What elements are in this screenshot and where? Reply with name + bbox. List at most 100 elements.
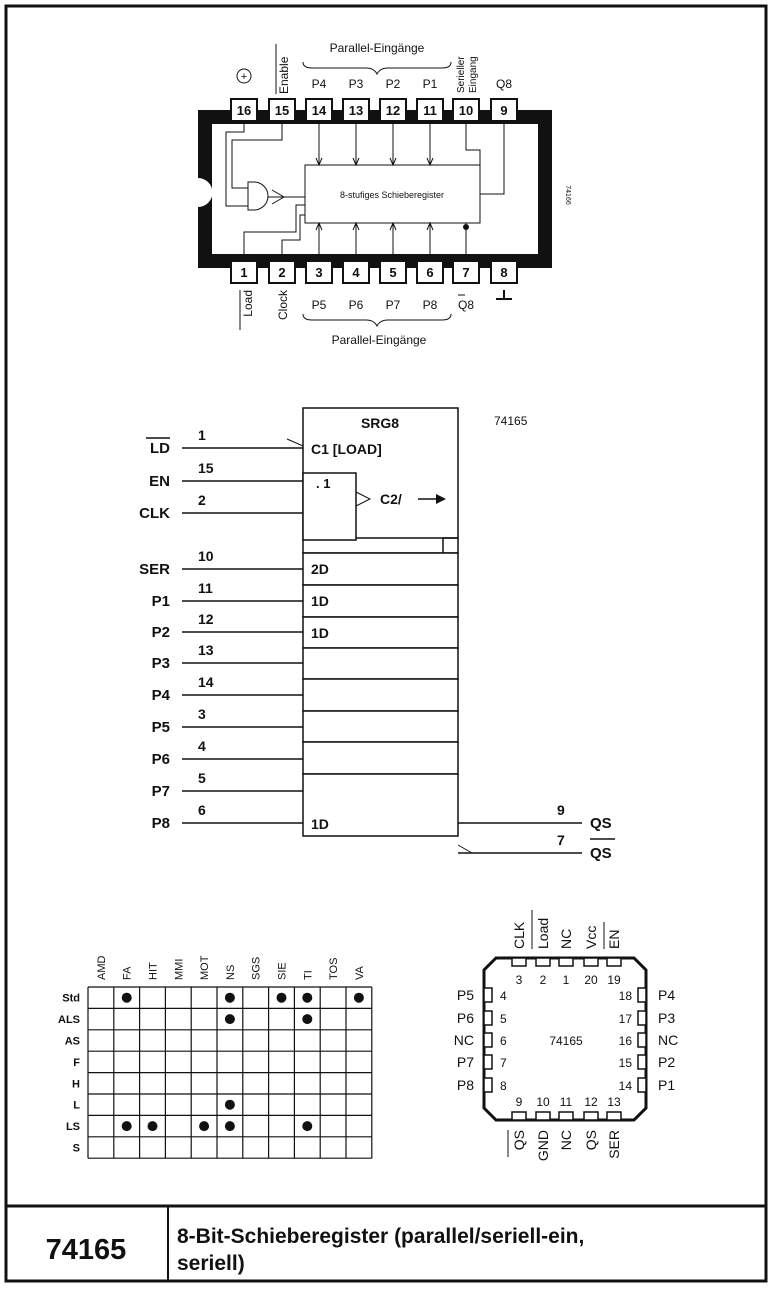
- dip-arrow-up-icon: [426, 221, 434, 231]
- dip-pin-box: [490, 98, 518, 122]
- plus-sign: +: [241, 71, 247, 83]
- dip-label-p5: P5: [312, 298, 327, 312]
- plcc-pad: [558, 957, 574, 967]
- symbol-title: SRG8: [361, 415, 399, 431]
- dip-wire: [281, 214, 305, 254]
- dip-wire: [231, 124, 283, 189]
- dip-pin-number: 12: [386, 103, 400, 118]
- plcc-pad: [511, 1111, 527, 1121]
- plcc-pin-label: P5: [457, 987, 474, 1003]
- bottom-group-brace: [302, 313, 452, 328]
- input-pin-number: 5: [198, 770, 206, 786]
- dip-pin-number: 5: [389, 265, 396, 280]
- matrix-column-header: AMD: [96, 956, 108, 981]
- plcc-pad: [637, 1054, 647, 1070]
- serial-label-1: Serieller: [456, 56, 467, 93]
- matrix-row-header: Std: [62, 993, 80, 1005]
- plcc-pin-number: 13: [607, 1095, 621, 1109]
- matrix-dot: [224, 1099, 235, 1110]
- matrix-row-header: H: [72, 1078, 80, 1090]
- plcc-pin-label: GND: [535, 1130, 551, 1161]
- dip-pin-number: 13: [349, 103, 363, 118]
- footer-title-line-2: seriell): [177, 1252, 245, 1275]
- c2-label: C2/: [380, 491, 402, 507]
- plcc-pin-label: P7: [457, 1054, 474, 1070]
- plcc-pin-label: P1: [658, 1077, 675, 1093]
- register-cell: [302, 678, 459, 712]
- dip-label-p1: P1: [423, 77, 438, 91]
- register-cell: [302, 647, 459, 680]
- cell-label-1d: 1D: [311, 625, 329, 641]
- plcc-pad: [483, 1077, 493, 1093]
- cell-label-1d: 1D: [311, 593, 329, 609]
- dip-pin-box: [416, 98, 444, 122]
- input-name-p6: P6: [152, 751, 170, 768]
- plcc-pad: [637, 1077, 647, 1093]
- plcc-pin-label: Vcc: [583, 926, 599, 949]
- register-cell: [302, 741, 459, 775]
- plcc-pin-label: QS: [511, 1130, 527, 1150]
- dip-pin-number: 4: [352, 265, 360, 280]
- input-name-p2: P2: [152, 624, 170, 641]
- plcc-pin-label: QS: [583, 1130, 599, 1150]
- dip-label-p7: P7: [386, 298, 401, 312]
- matrix-dot: [302, 1121, 313, 1132]
- dip-pin-number: 15: [275, 103, 289, 118]
- dip-pin-box: [342, 98, 370, 122]
- plcc-pin-number: 20: [584, 973, 598, 987]
- dip-block-label: 8-stufiges Schieberegister: [340, 190, 444, 200]
- matrix-column-header: TI: [302, 970, 314, 980]
- dip-arrow-up-icon: [352, 221, 360, 231]
- matrix-column-header: MOT: [199, 955, 211, 980]
- matrix-dot: [353, 992, 364, 1003]
- matrix-row-header: F: [73, 1057, 80, 1069]
- plcc-pin-label: NC: [558, 929, 574, 949]
- matrix-dot: [276, 992, 287, 1003]
- dip-side-mark: 74166: [564, 185, 571, 205]
- dip-label-p6: P6: [349, 298, 364, 312]
- enable-label: Enable: [277, 56, 291, 94]
- input-pin-number: 4: [198, 738, 206, 754]
- dip-arrow-down-icon: [389, 157, 397, 167]
- ld-dynamic-triangle-icon: [286, 432, 304, 447]
- top-group-label: Parallel-Eingänge: [330, 41, 425, 55]
- plcc-pad: [483, 987, 493, 1003]
- plcc-pin-number: 1: [563, 973, 570, 987]
- gate-label: . 1: [316, 476, 330, 491]
- input-pin-number: 10: [198, 548, 214, 564]
- plcc-pin-number: 8: [500, 1079, 507, 1093]
- input-name-en: EN: [149, 473, 170, 490]
- dip-pin-box: [342, 260, 370, 284]
- dip-pin-number: 3: [315, 265, 322, 280]
- input-pin-number: 6: [198, 802, 206, 818]
- dip-arrow-down-icon: [352, 157, 360, 167]
- bottom-group-label: Parallel-Eingänge: [332, 333, 427, 347]
- plcc-pad: [637, 1032, 647, 1048]
- symbol-part-number: 74165: [494, 414, 528, 428]
- dip-internal-wiring: [225, 124, 505, 254]
- plcc-pin-number: 17: [619, 1012, 633, 1026]
- plus-supply-icon: [236, 68, 252, 84]
- plcc-pad: [483, 1010, 493, 1026]
- plcc-pin-number: 7: [500, 1056, 507, 1070]
- input-pin-number: 1: [198, 427, 206, 443]
- input-name-p1: P1: [152, 593, 170, 610]
- matrix-row-header: L: [73, 1100, 80, 1112]
- dip-wire: [225, 124, 248, 207]
- dip-label-p8: P8: [423, 298, 438, 312]
- matrix-dot: [121, 1121, 132, 1132]
- input-name-p3: P3: [152, 655, 170, 672]
- plcc-pad: [606, 1111, 622, 1121]
- dip-pin-number: 9: [500, 103, 507, 118]
- footer-part-number: 74165: [46, 1234, 127, 1266]
- dip-wire: [243, 204, 305, 254]
- plcc-pad: [637, 1010, 647, 1026]
- plcc-pin-number: 9: [516, 1095, 523, 1109]
- plcc-pin-number: 6: [500, 1034, 507, 1048]
- plcc-pin-label: P6: [457, 1010, 474, 1026]
- input-lines: LD1EN15CLK2SER10P111P212P313P414P53P64P7…: [139, 427, 303, 832]
